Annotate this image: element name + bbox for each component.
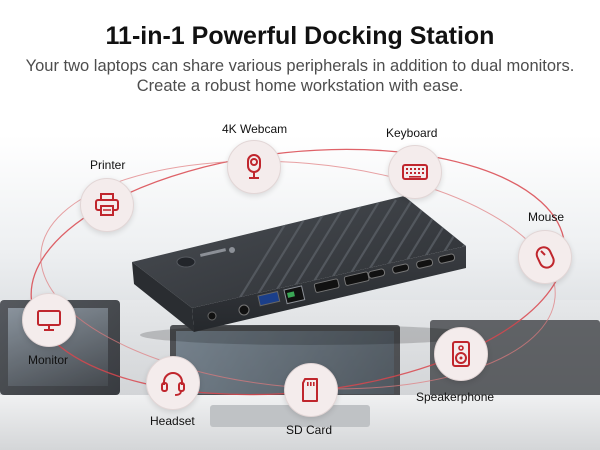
- sd-card-icon: [284, 363, 338, 417]
- label-keyboard: Keyboard: [386, 126, 438, 140]
- page-subtitle: Your two laptops can share various perip…: [25, 57, 575, 95]
- label-speakerphone: Speakerphone: [416, 390, 495, 404]
- background-keyboard: [210, 405, 370, 427]
- label-4k-webcam: 4K Webcam: [222, 122, 288, 136]
- label-headset: Headset: [150, 414, 195, 428]
- keyboard-icon: [388, 145, 442, 199]
- label-printer: Printer: [90, 158, 126, 172]
- printer-icon: [80, 178, 134, 232]
- label-mouse: Mouse: [528, 210, 565, 224]
- page-title: 11-in-1 Powerful Docking Station: [105, 22, 495, 50]
- monitor-icon: [22, 293, 76, 347]
- speaker-icon: [434, 327, 488, 381]
- headset-icon: [146, 356, 200, 410]
- label-monitor: Monitor: [28, 353, 69, 367]
- webcam-icon: [227, 140, 281, 194]
- mouse-icon: [518, 230, 572, 284]
- label-sd-card: SD Card: [286, 423, 333, 437]
